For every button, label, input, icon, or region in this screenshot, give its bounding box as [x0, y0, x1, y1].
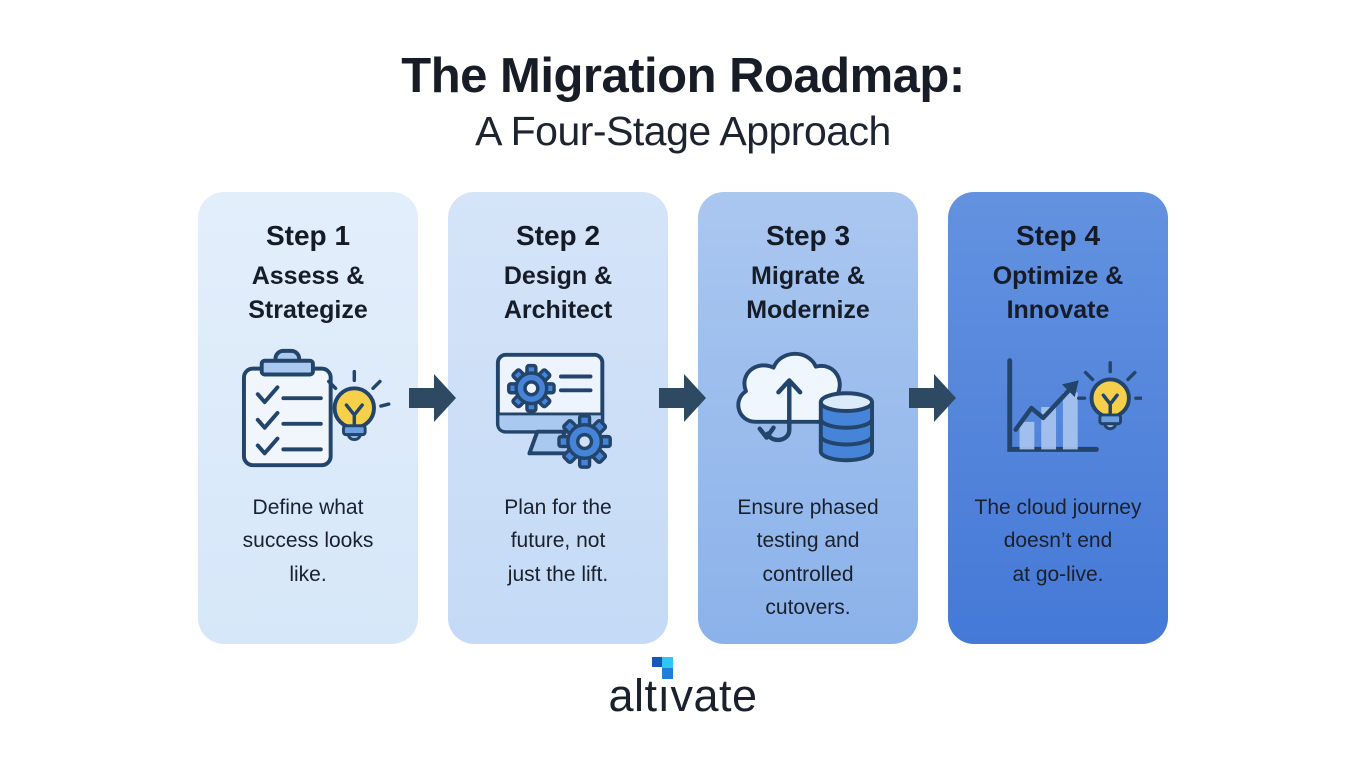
step-3-description: Ensure phased testing and controlled cut… [737, 495, 879, 620]
roadmap-row: Step 1 Assess & Strategize [0, 192, 1366, 644]
clipboard-checklist-lightbulb-icon [210, 342, 406, 477]
page-subtitle: A Four-Stage Approach [475, 107, 891, 154]
page-title: The Migration Roadmap: [401, 49, 965, 103]
step-1-label: Step 1 [265, 220, 351, 251]
step-4-heading: Optimize & Innovate [992, 262, 1124, 324]
arrow-right-icon [409, 371, 457, 425]
growth-chart-lightbulb-icon [960, 342, 1156, 477]
monitor-gears-icon [460, 342, 656, 477]
step-4-label: Step 4 [1015, 220, 1101, 251]
logo-text-right: vate [670, 670, 758, 721]
arrow-right-icon [659, 371, 707, 425]
step-2-heading: Design & Architect [503, 262, 613, 324]
step-4-description: The cloud journey doesn’t end at go-live… [974, 495, 1142, 586]
step-3-card: Step 3 Migrate & Modernize [698, 192, 918, 644]
logo-text-i: ı [657, 670, 671, 721]
step-4-card: Step 4 Optimize & Innovate [948, 192, 1168, 644]
step-1-heading: Assess & Strategize [248, 262, 368, 324]
step-2-card: Step 2 Design & Architect [448, 192, 668, 644]
step-1-card: Step 1 Assess & Strategize [198, 192, 418, 644]
altivate-logo-mark-icon [652, 657, 674, 680]
arrow-right-icon [909, 371, 957, 425]
step-3-label: Step 3 [765, 220, 851, 251]
logo-text-left: alt [608, 670, 658, 721]
cloud-migration-database-icon [710, 342, 906, 477]
step-2-label: Step 2 [515, 220, 601, 251]
title-block: The Migration Roadmap: A Four-Stage Appr… [0, 0, 1366, 154]
step-3-heading: Migrate & Modernize [746, 262, 870, 324]
step-1-description: Define what success looks like. [242, 495, 374, 586]
step-2-description: Plan for the future, not just the lift. [504, 495, 612, 586]
